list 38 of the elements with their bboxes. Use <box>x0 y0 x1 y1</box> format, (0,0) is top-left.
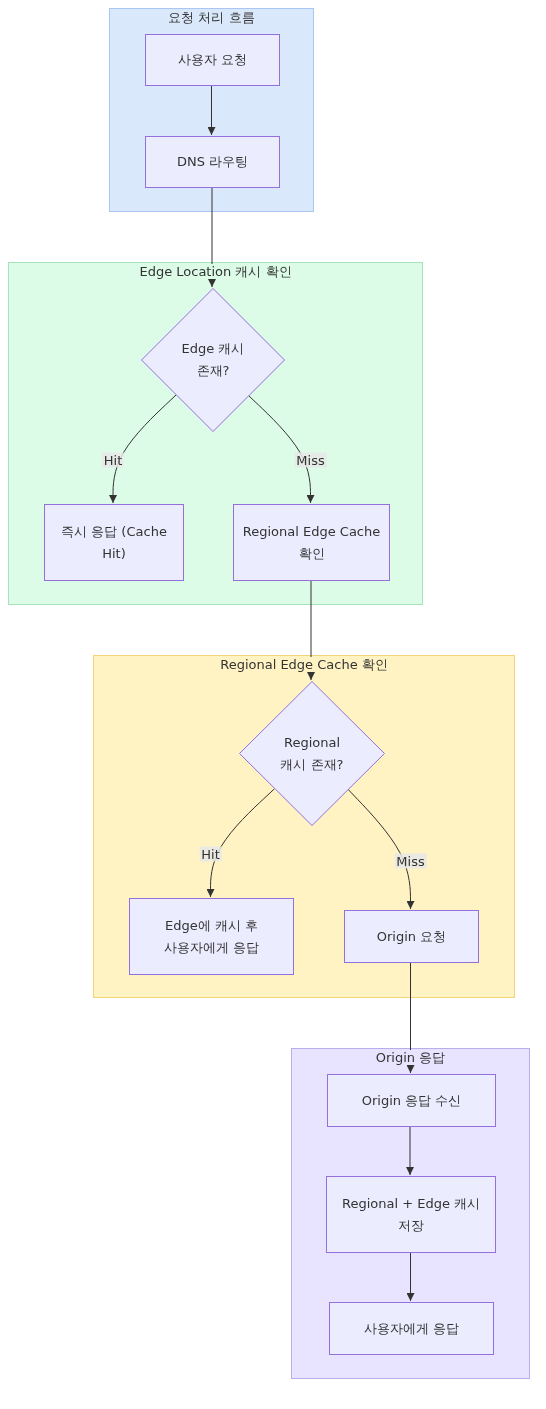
node-label: 즉시 응답 (Cache Hit) <box>60 522 168 563</box>
group-panel <box>8 262 423 605</box>
process-box <box>129 898 294 975</box>
edge-label: Miss <box>394 853 427 869</box>
group-panel <box>93 655 515 998</box>
node-label: Regional + Edge 캐시 저장 <box>340 1194 482 1235</box>
process-box <box>326 1176 496 1253</box>
process-box <box>344 910 479 963</box>
process-box <box>44 504 184 581</box>
arrow <box>206 788 275 898</box>
arrow <box>307 579 315 681</box>
decision-diamond <box>141 288 285 432</box>
group-panel <box>109 8 314 212</box>
process-box <box>329 1302 494 1355</box>
node-label: Regional 캐시 존재? <box>279 733 345 774</box>
process-box <box>145 136 280 188</box>
edge-label: Hit <box>199 846 222 862</box>
process-box <box>327 1074 496 1127</box>
node-label: Origin 요청 <box>375 927 448 946</box>
node-label: Regional Edge Cache 확인 <box>241 522 382 563</box>
edge-label: Miss <box>294 452 327 468</box>
arrow <box>406 1251 415 1302</box>
node-label: 사용자 요청 <box>176 51 249 69</box>
node-label: DNS 라우팅 <box>175 153 250 171</box>
node-label: 사용자에게 응답 <box>362 1319 461 1338</box>
process-box <box>233 504 390 581</box>
node-label: Edge에 캐시 후 사용자에게 응답 <box>162 916 261 957</box>
arrow <box>347 788 415 910</box>
edge-label: Hit <box>101 452 125 468</box>
process-box <box>145 34 280 86</box>
decision-diamond <box>239 681 385 826</box>
node-label: Edge 캐시 존재? <box>180 340 246 380</box>
arrow <box>109 394 177 504</box>
node-label: Origin 응답 수신 <box>360 1091 463 1110</box>
arrow <box>207 84 216 136</box>
arrow <box>406 1125 414 1176</box>
group-panel <box>291 1048 530 1379</box>
arrow <box>208 186 216 288</box>
